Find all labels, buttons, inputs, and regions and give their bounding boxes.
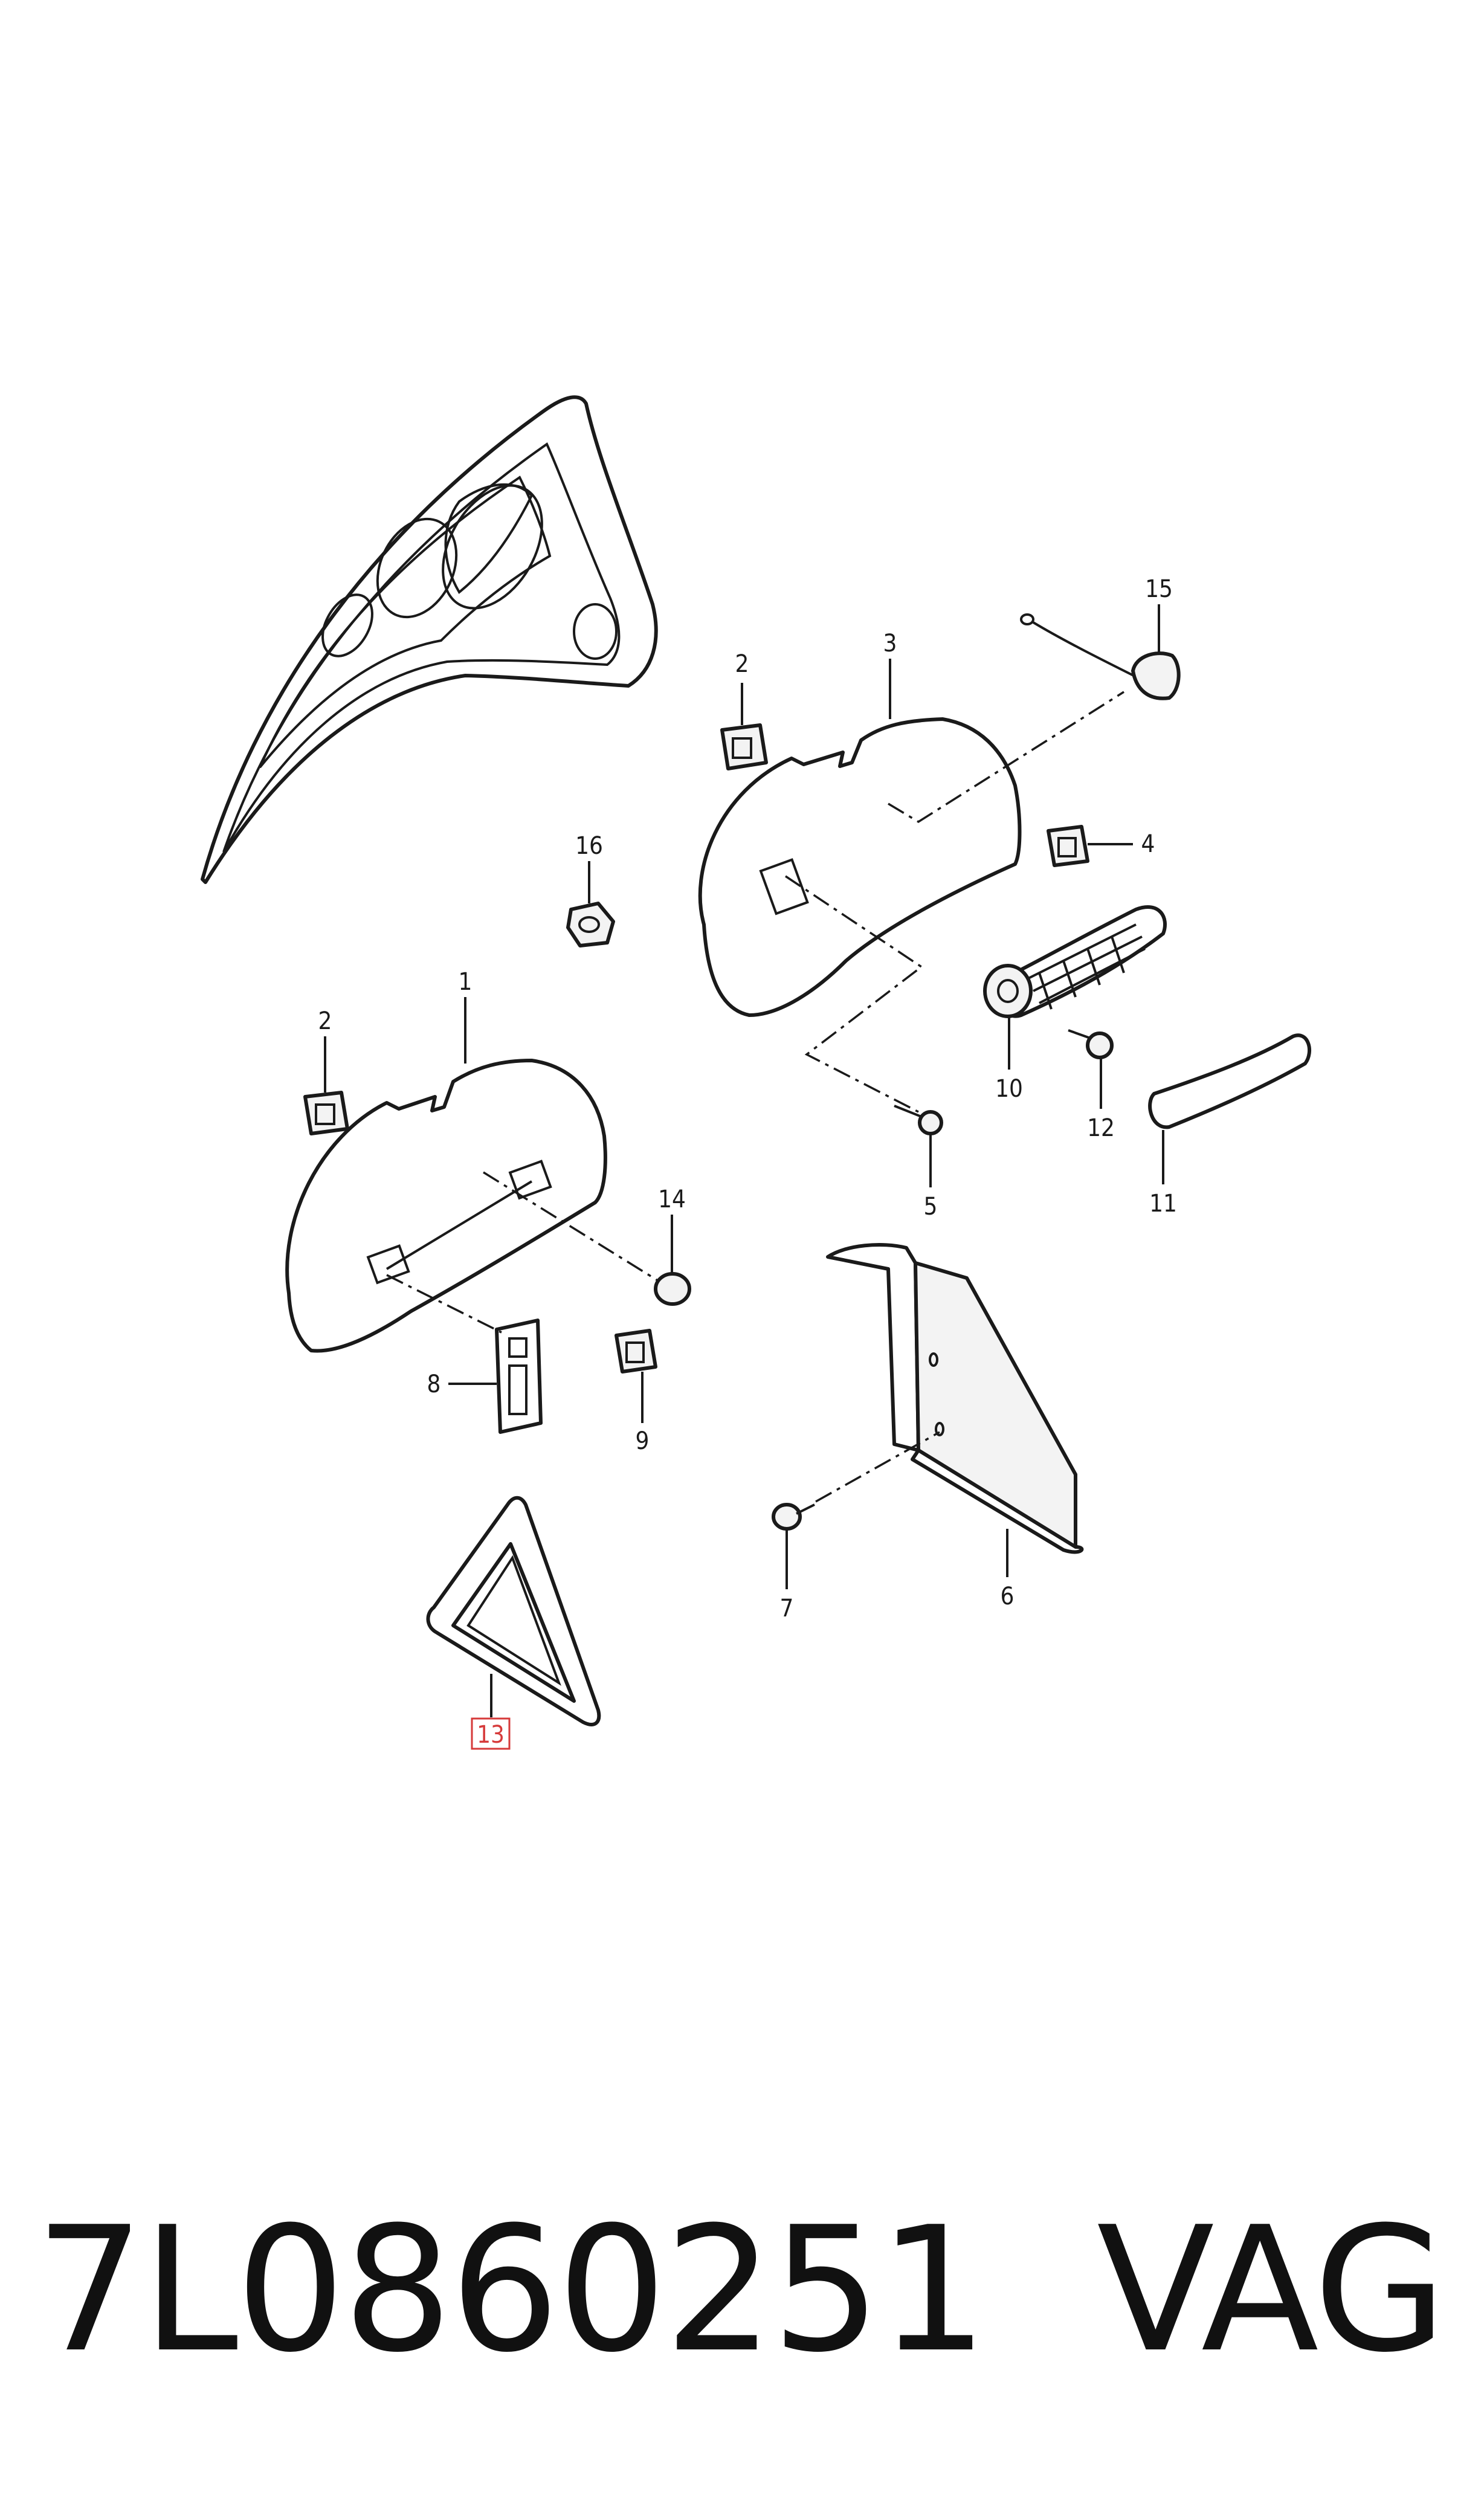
callout-2-lower: 2 (318, 1007, 332, 1035)
callout-12: 12 (1087, 1114, 1115, 1142)
callout-8: 8 (427, 1370, 441, 1398)
callout-15: 15 (1145, 575, 1173, 603)
leader-lines (324, 604, 1164, 1717)
bracket-part-8 (495, 1319, 543, 1434)
callout-13: 13 (477, 1721, 505, 1749)
callout-7: 7 (780, 1595, 794, 1622)
trunk-lid (201, 395, 658, 884)
clip-part-2-lower (303, 1091, 349, 1135)
callouts: 2 3 4 15 16 10 12 11 5 2 1 14 8 9 6 7 13 (318, 575, 1177, 1750)
callout-16: 16 (575, 832, 603, 860)
callout-1: 1 (459, 968, 473, 996)
clip-part-4 (1047, 825, 1089, 867)
brand-name: VAG (1097, 2190, 1447, 2390)
warning-triangle-part-13 (426, 1496, 601, 1726)
cable-knob-part-15 (1020, 613, 1181, 700)
screw-part-5 (894, 1105, 943, 1135)
callout-2-upper: 2 (735, 650, 749, 678)
callout-14: 14 (658, 1186, 686, 1213)
screw-part-12 (1068, 1029, 1114, 1059)
callout-3: 3 (883, 630, 897, 657)
screw-part-7 (772, 1503, 815, 1531)
grille-part-10 (983, 905, 1167, 1018)
callout-5: 5 (924, 1193, 938, 1221)
callout-6: 6 (1001, 1583, 1015, 1610)
part-number: 7L0860251 (35, 2190, 988, 2390)
clip-part-2-upper (720, 723, 768, 770)
nut-part-16 (566, 902, 615, 947)
callout-4: 4 (1141, 830, 1155, 858)
floor-panel-part-6 (826, 1243, 1084, 1554)
cap-part-14 (654, 1272, 691, 1306)
callout-13-highlight-box (471, 1717, 511, 1750)
trim-panel-part-1 (285, 1059, 607, 1353)
callout-10: 10 (995, 1075, 1023, 1103)
callout-9: 9 (636, 1427, 650, 1455)
callout-11: 11 (1149, 1190, 1177, 1218)
assembly-lines (386, 691, 1124, 1503)
trim-panel-part-3 (698, 717, 1022, 1017)
cover-strip-part-11 (1148, 1033, 1312, 1129)
clip-part-9 (615, 1329, 657, 1374)
